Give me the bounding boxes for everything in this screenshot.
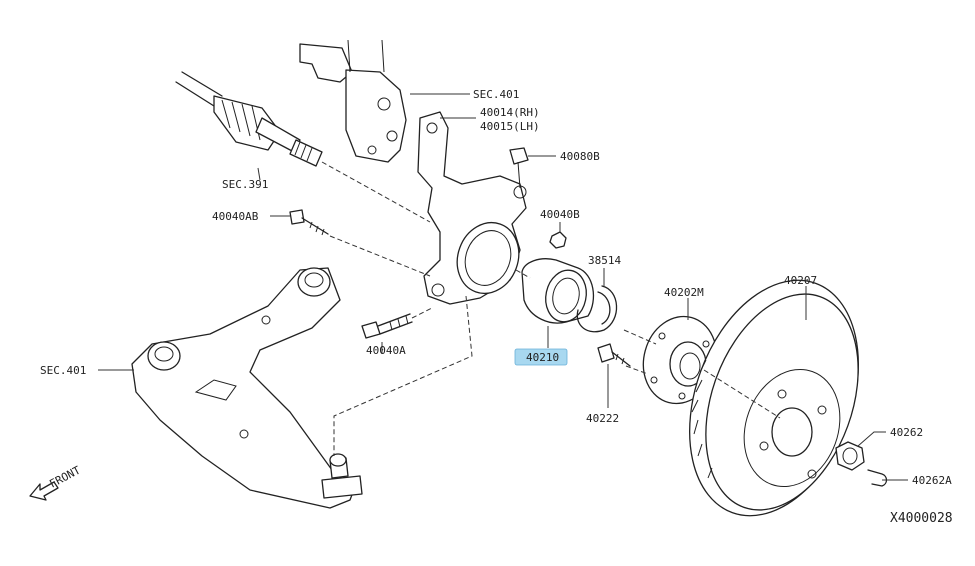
label-bolt-40040a[interactable]: 40040A (366, 344, 406, 357)
transverse-link[interactable] (131, 267, 363, 509)
nut-40040b[interactable] (549, 231, 567, 249)
snap-ring[interactable] (576, 285, 618, 333)
bolt-40040ab[interactable] (289, 209, 329, 236)
diagram-code: X4000028 (890, 511, 953, 526)
label-bolt-40040ab[interactable]: 40040AB (212, 210, 259, 223)
bearing-label-highlight (514, 348, 568, 366)
front-label: FRONT (47, 463, 83, 490)
front-indicator: FRONT (29, 463, 83, 501)
drive-shaft[interactable] (175, 71, 323, 167)
bolt-40040a[interactable] (361, 313, 413, 339)
label-hub-bolt[interactable]: 40222 (586, 412, 619, 425)
front-arrow-icon (29, 481, 59, 501)
hub-bolt[interactable] (597, 343, 631, 367)
bolt-40080b[interactable] (509, 147, 529, 189)
label-knuckle-rh[interactable]: 40014(RH) (480, 106, 540, 119)
assembly-lines (321, 161, 781, 456)
label-hub-nut[interactable]: 40262 (890, 426, 923, 439)
label-sec391[interactable]: SEC.391 (222, 178, 268, 191)
hub-nut[interactable] (835, 441, 865, 471)
label-sec401-top[interactable]: SEC.401 (473, 88, 519, 101)
label-bolt-40080b[interactable]: 40080B (560, 150, 600, 163)
label-sec401-left[interactable]: SEC.401 (40, 364, 86, 377)
wheel-bearing[interactable] (521, 258, 595, 326)
label-hub[interactable]: 40202M (664, 286, 704, 299)
strut-bracket[interactable] (299, 39, 407, 163)
label-cotter-pin[interactable]: 40262A (912, 474, 952, 487)
label-snap-ring[interactable]: 38514 (588, 254, 621, 267)
label-knuckle-lh[interactable]: 40015(LH) (480, 120, 540, 133)
steering-knuckle[interactable] (417, 111, 529, 305)
leader-lines (98, 93, 908, 481)
label-rotor[interactable]: 40207 (784, 274, 817, 287)
label-bearing[interactable]: 40210 (526, 351, 559, 364)
label-nut-40040b[interactable]: 40040B (540, 208, 580, 221)
cotter-pin[interactable] (867, 469, 888, 487)
brake-rotor[interactable] (659, 257, 889, 540)
